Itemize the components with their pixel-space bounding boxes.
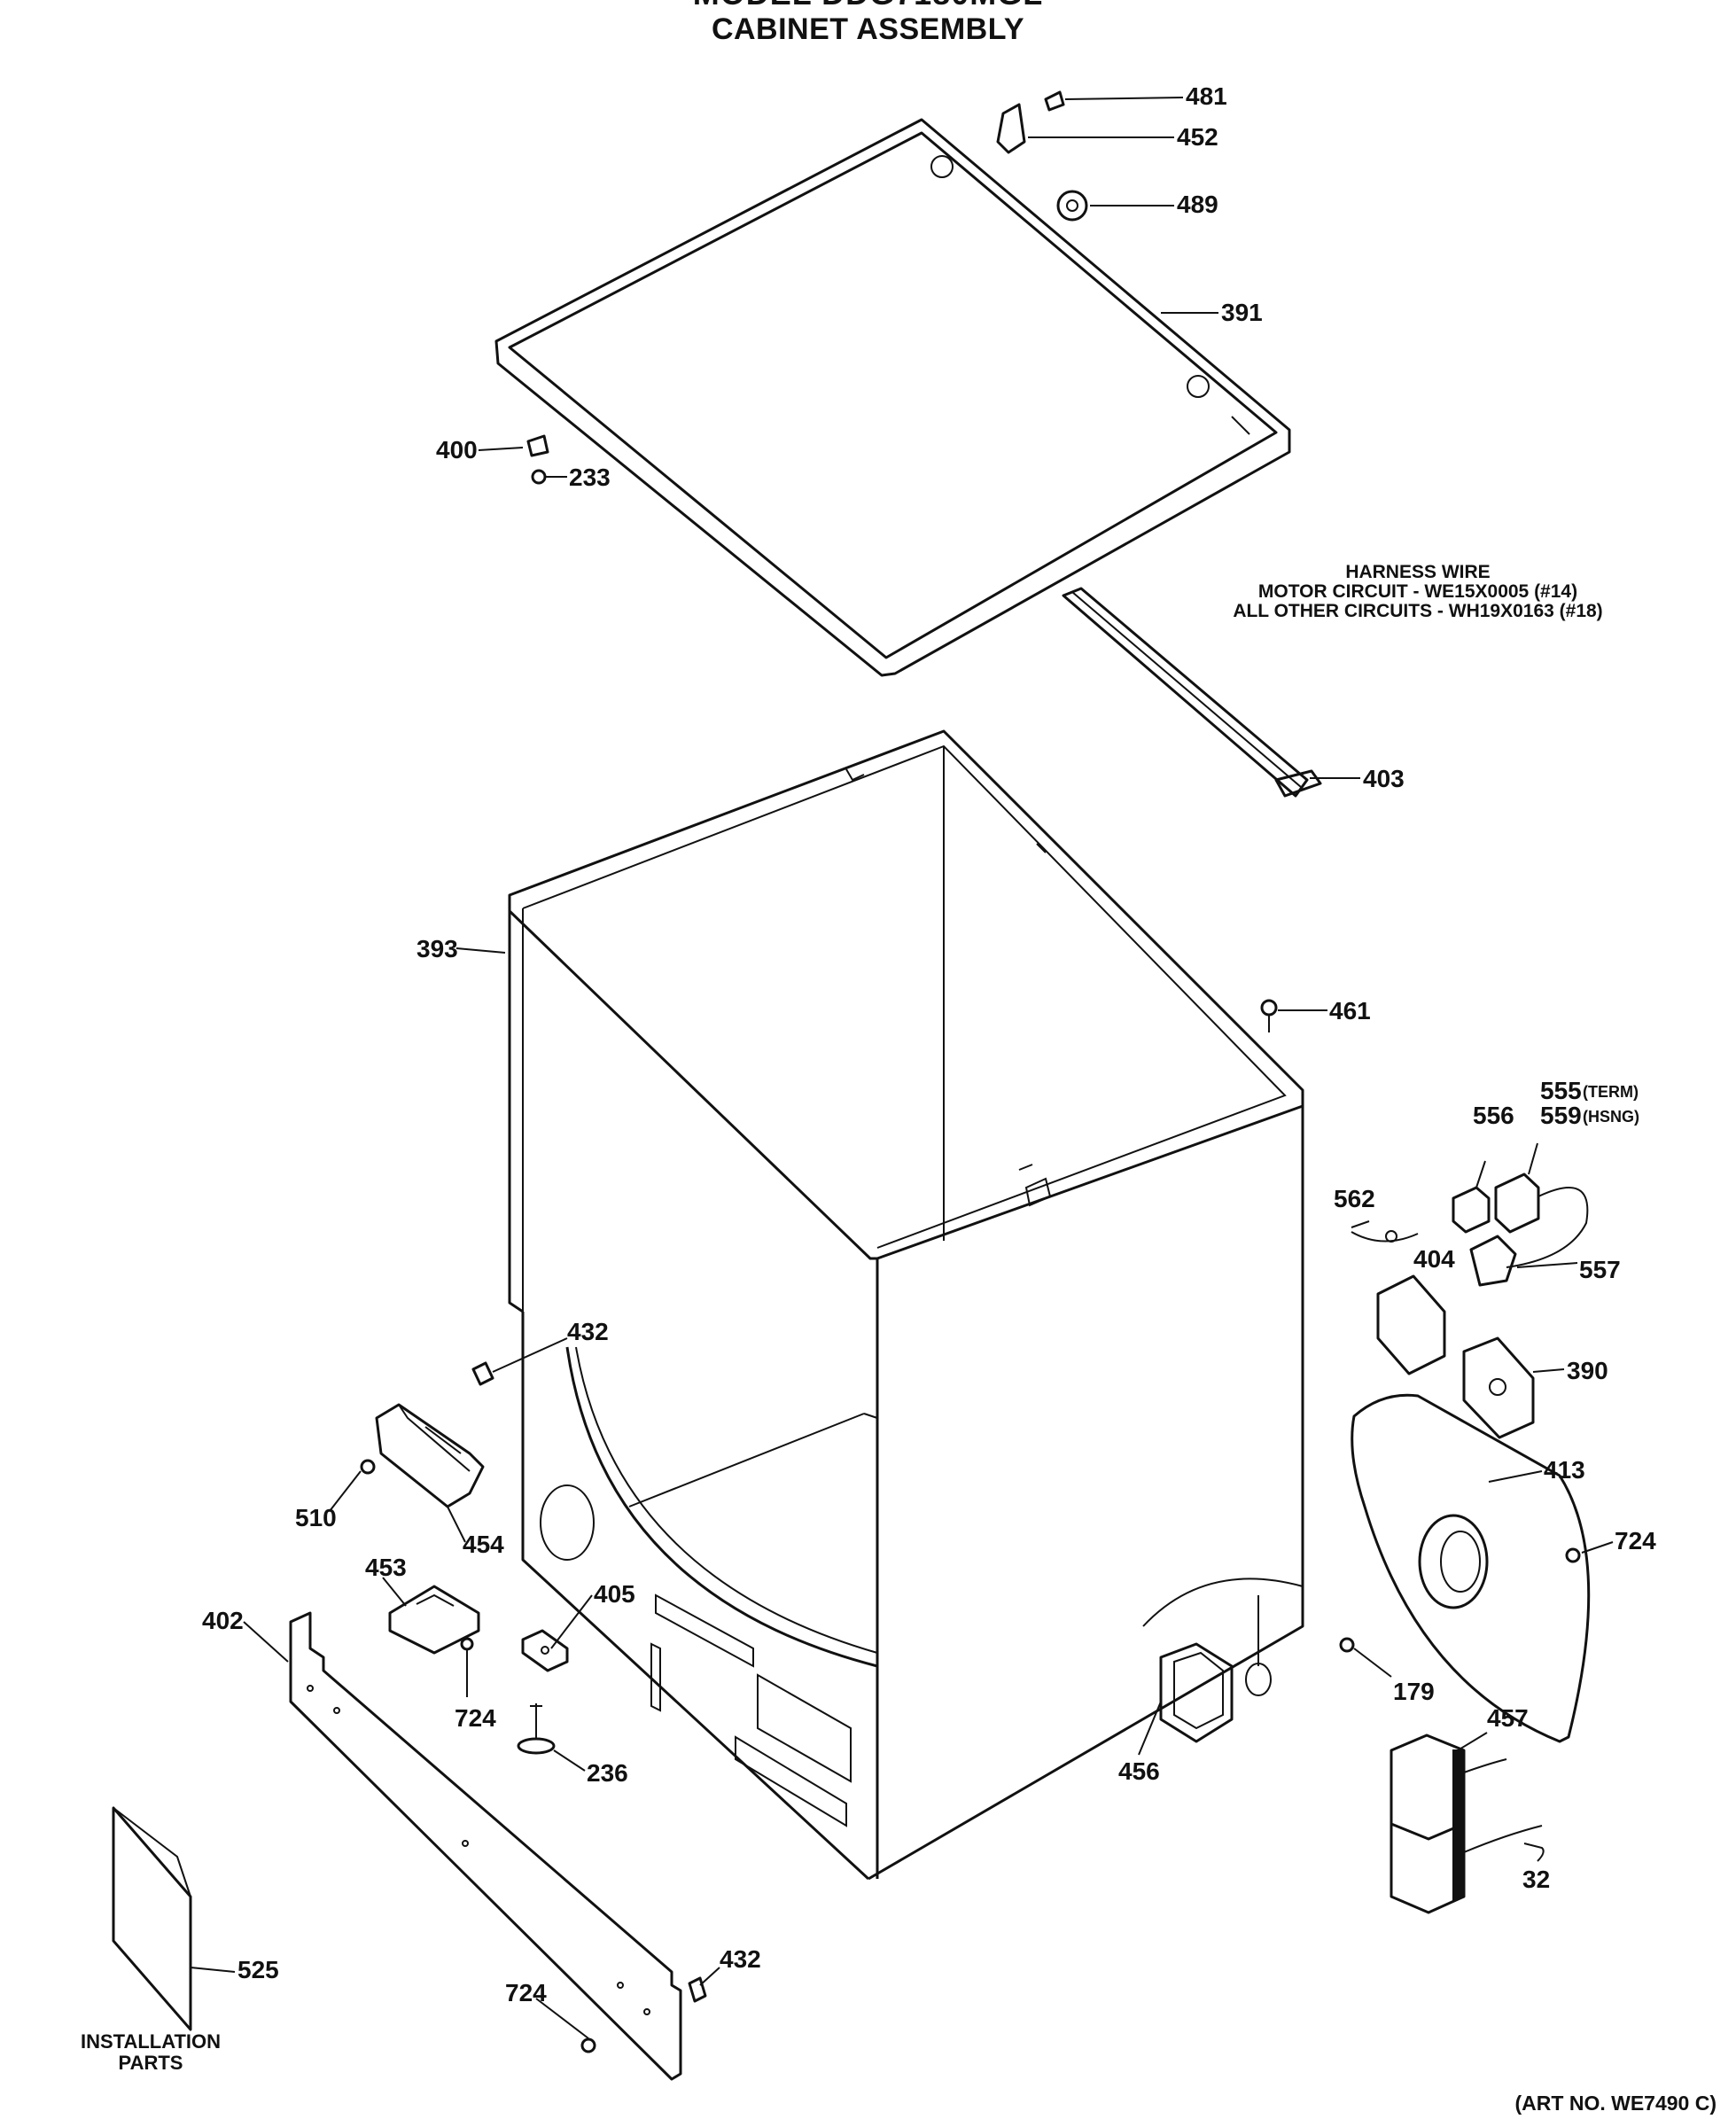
screw-461-part: [1260, 999, 1278, 1032]
clip-432-upper-part: [471, 1361, 494, 1386]
harness-wire-403-part: [1062, 587, 1322, 798]
callout-403: 403: [1363, 765, 1405, 792]
callout-236: 236: [587, 1759, 628, 1787]
callout-724-left: 724: [455, 1704, 496, 1732]
callout-489: 489: [1177, 191, 1218, 218]
hinge-452-part: [996, 103, 1026, 154]
installation-bag-525-part: [112, 1806, 192, 2031]
harness-wire-note: HARNESS WIRE MOTOR CIRCUIT - WE15X0005 (…: [1134, 563, 1701, 621]
screw-481-part: [1044, 90, 1065, 112]
callout-559: 559: [1540, 1102, 1582, 1129]
callout-390: 390: [1567, 1357, 1608, 1384]
callout-404: 404: [1413, 1245, 1455, 1273]
leveling-leg-236-part: [517, 1703, 556, 1755]
plate-404-part: [1376, 1274, 1446, 1375]
callout-555: 555: [1540, 1077, 1582, 1104]
block-457-part: [1390, 1734, 1466, 1914]
callout-179: 179: [1393, 1678, 1435, 1705]
wire-562-part: [1351, 1230, 1419, 1243]
callout-453: 453: [365, 1554, 407, 1581]
cord-557-part: [1469, 1187, 1589, 1287]
art-number: (ART NO. WE7490 C): [1514, 2092, 1717, 2115]
callout-555-note: (TERM): [1583, 1083, 1639, 1101]
callout-400: 400: [436, 436, 478, 464]
toe-panel-402-part: [289, 1611, 682, 2081]
terminal-housing-559-part: [1494, 1173, 1540, 1234]
screw-724-left-part: [460, 1637, 474, 1651]
callout-525: 525: [237, 1956, 279, 1983]
callout-32: 32: [1522, 1866, 1550, 1893]
bracket-453-part: [388, 1585, 480, 1655]
screw-724-lower-part: [580, 2037, 596, 2053]
callout-456: 456: [1118, 1757, 1160, 1785]
terminal-block-556-part: [1452, 1186, 1491, 1234]
callout-724-rear: 724: [1615, 1527, 1656, 1554]
callout-454: 454: [463, 1531, 504, 1558]
callout-393: 393: [416, 935, 458, 962]
clip-400-part: [526, 434, 549, 457]
callout-labels: 481 452 489 391 400 233 403 393 461 555 …: [202, 82, 1656, 2006]
callout-562: 562: [1334, 1185, 1375, 1212]
leader-lines: [190, 97, 1614, 2039]
callout-452: 452: [1177, 123, 1218, 151]
harness-line-3: ALL OTHER CIRCUITS - WH19X0163 (#18): [1233, 601, 1603, 621]
callout-559-note: (HSNG): [1583, 1108, 1639, 1126]
callout-556: 556: [1473, 1102, 1514, 1129]
bracket-390-part: [1462, 1336, 1535, 1439]
screw-724-rear-part: [1565, 1547, 1581, 1563]
installation-line-1: INSTALLATION: [80, 2030, 222, 2053]
nut-489-part: [1056, 190, 1088, 222]
model-title: MODEL DDG7180MGL: [0, 0, 1736, 12]
callout-457: 457: [1487, 1704, 1529, 1732]
cabinet-393-part: [508, 729, 1304, 1881]
callout-461: 461: [1329, 997, 1371, 1025]
harness-line-2: MOTOR CIRCUIT - WE15X0005 (#14): [1257, 581, 1578, 602]
wire-32-part: [1463, 1758, 1543, 1853]
callout-724-lower: 724: [505, 1979, 547, 2006]
callout-432-upper: 432: [567, 1318, 609, 1345]
callout-481: 481: [1186, 82, 1227, 110]
callout-557: 557: [1579, 1256, 1621, 1283]
screw-510-part: [360, 1459, 376, 1475]
callout-402: 402: [202, 1607, 244, 1634]
top-cover-part: [494, 118, 1291, 677]
callout-413: 413: [1544, 1456, 1585, 1484]
harness-line-1: HARNESS WIRE: [1345, 562, 1491, 582]
callout-510: 510: [295, 1504, 337, 1531]
screw-233-part: [531, 469, 547, 485]
clip-432-lower-part: [688, 1976, 707, 2003]
callout-391: 391: [1221, 299, 1263, 326]
bracket-405-part: [521, 1629, 569, 1672]
bracket-454-part: [375, 1403, 485, 1508]
callout-233: 233: [569, 464, 611, 491]
callout-405: 405: [594, 1580, 635, 1608]
installation-parts-label: INSTALLATION PARTS: [53, 2031, 248, 2074]
screw-179-part: [1339, 1637, 1355, 1653]
installation-line-2: PARTS: [118, 2052, 183, 2074]
assembly-title: CABINET ASSEMBLY: [711, 12, 1025, 46]
rear-panel-413-part: [1351, 1393, 1591, 1743]
callout-432-lower: 432: [720, 1945, 761, 1973]
